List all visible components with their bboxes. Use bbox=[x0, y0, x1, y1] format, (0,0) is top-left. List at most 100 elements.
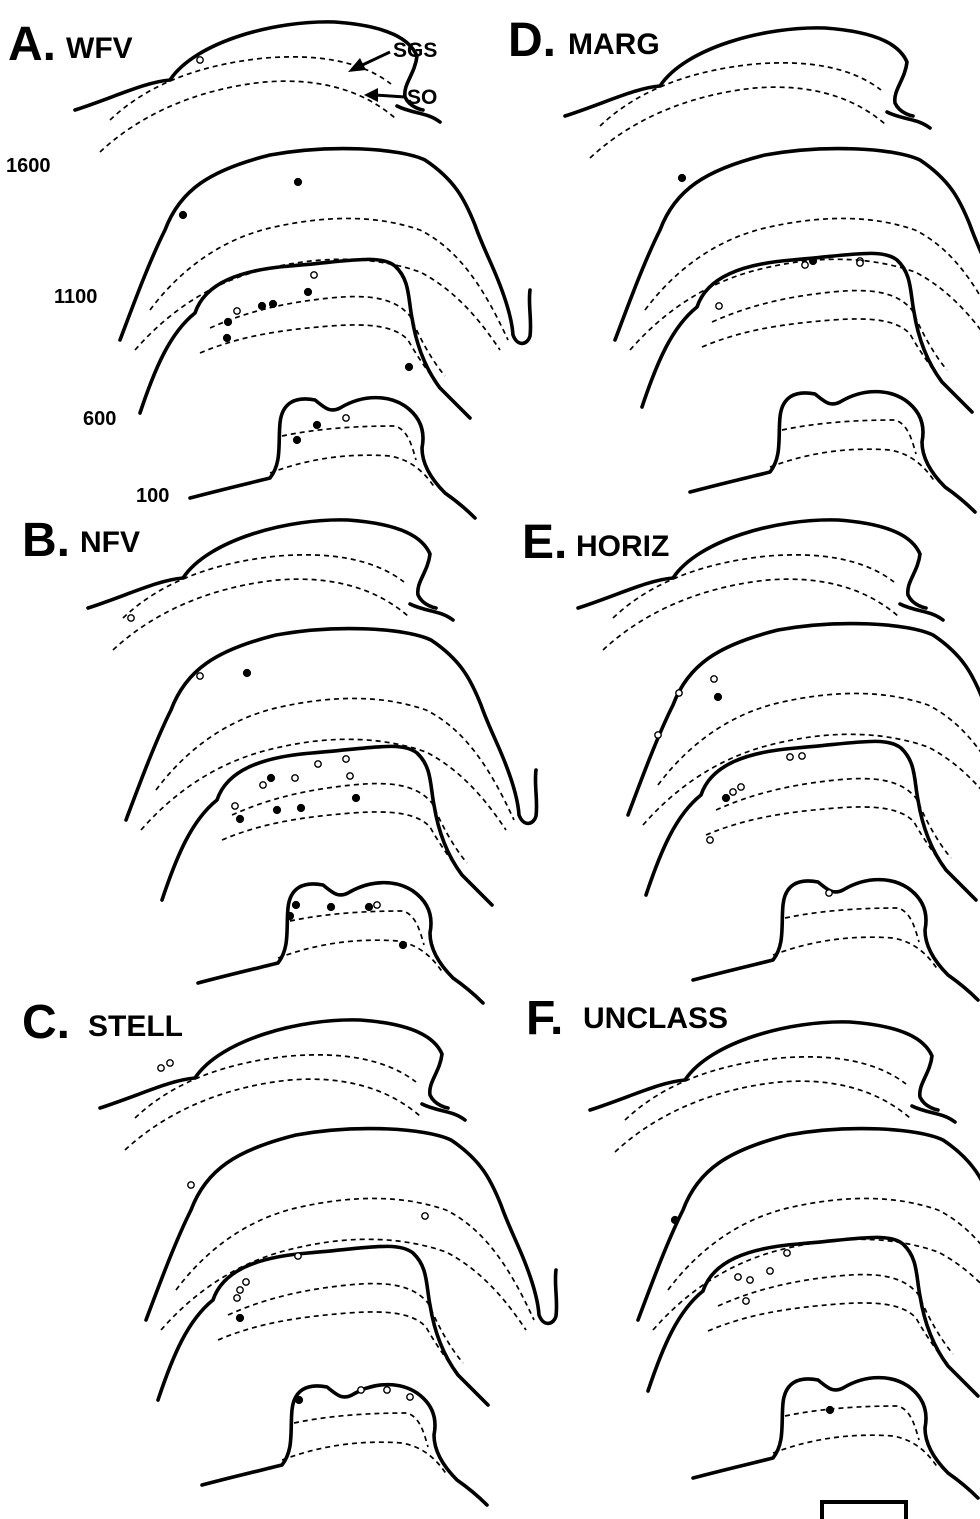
panel-c-sections bbox=[100, 1020, 557, 1505]
open-cell-marker bbox=[857, 260, 863, 266]
filled-cell-marker bbox=[294, 178, 301, 185]
open-cell-marker bbox=[343, 756, 349, 762]
open-cell-marker bbox=[711, 676, 717, 682]
filled-cell-marker bbox=[269, 300, 276, 307]
panel-letter: D. bbox=[508, 14, 556, 67]
so-annotation: SO bbox=[364, 86, 437, 109]
panel-e-cell-marks bbox=[655, 676, 832, 896]
open-cell-marker bbox=[347, 773, 353, 779]
filled-cell-marker bbox=[297, 804, 304, 811]
open-cell-marker bbox=[743, 1298, 749, 1304]
panel-title-b: B. NFV bbox=[22, 514, 140, 567]
filled-cell-marker bbox=[405, 363, 412, 370]
filled-cell-marker bbox=[714, 693, 721, 700]
panel-letter: E. bbox=[522, 516, 567, 569]
open-cell-marker bbox=[292, 775, 298, 781]
filled-cell-marker bbox=[295, 1396, 302, 1403]
filled-cell-marker bbox=[223, 334, 230, 341]
open-cell-marker bbox=[747, 1277, 753, 1283]
filled-cell-marker bbox=[179, 211, 186, 218]
open-cell-marker bbox=[802, 262, 808, 268]
filled-cell-marker bbox=[722, 794, 729, 801]
open-cell-marker bbox=[422, 1213, 428, 1219]
panel-e-sections bbox=[578, 520, 980, 1000]
scale-bar bbox=[822, 1502, 906, 1519]
open-cell-marker bbox=[374, 902, 380, 908]
panel-name: WFV bbox=[66, 32, 133, 65]
open-cell-marker bbox=[407, 1394, 413, 1400]
so-label: SO bbox=[407, 86, 437, 109]
filled-cell-marker bbox=[399, 941, 406, 948]
filled-cell-marker bbox=[267, 774, 274, 781]
open-cell-marker bbox=[315, 761, 321, 767]
open-cell-marker bbox=[358, 1387, 364, 1393]
open-cell-marker bbox=[167, 1060, 173, 1066]
filled-cell-marker bbox=[304, 288, 311, 295]
open-cell-marker bbox=[128, 615, 134, 621]
panel-title-e: E. HORIZ bbox=[522, 516, 669, 569]
panel-b-sections bbox=[88, 520, 537, 1003]
filled-cell-marker bbox=[273, 806, 280, 813]
open-cell-marker bbox=[730, 789, 736, 795]
open-cell-marker bbox=[738, 784, 744, 790]
open-cell-marker bbox=[655, 732, 661, 738]
filled-cell-marker bbox=[293, 436, 300, 443]
sgs-label: SGS bbox=[393, 39, 437, 62]
panel-name: STELL bbox=[88, 1010, 183, 1043]
filled-cell-marker bbox=[236, 815, 243, 822]
filled-cell-marker bbox=[671, 1216, 678, 1223]
filled-cell-marker bbox=[224, 318, 231, 325]
depth-label-1100: 1100 bbox=[54, 286, 97, 308]
open-cell-marker bbox=[197, 673, 203, 679]
panel-title-f: F. UNCLASS bbox=[526, 992, 728, 1045]
panel-b-cell-marks bbox=[128, 615, 407, 949]
open-cell-marker bbox=[343, 415, 349, 421]
depth-label-600: 600 bbox=[83, 408, 116, 430]
filled-cell-marker bbox=[243, 669, 250, 676]
panel-f-sections bbox=[590, 1022, 980, 1498]
open-cell-marker bbox=[188, 1182, 194, 1188]
open-cell-marker bbox=[237, 1287, 243, 1293]
panel-name: HORIZ bbox=[576, 530, 669, 563]
panel-a-cell-marks bbox=[179, 57, 412, 444]
open-cell-marker bbox=[234, 1295, 240, 1301]
depth-label-1600: 1600 bbox=[6, 155, 51, 177]
filled-cell-marker bbox=[258, 302, 265, 309]
open-cell-marker bbox=[676, 690, 682, 696]
open-cell-marker bbox=[787, 754, 793, 760]
open-cell-marker bbox=[158, 1065, 164, 1071]
filled-cell-marker bbox=[826, 1406, 833, 1413]
open-cell-marker bbox=[232, 803, 238, 809]
panel-f-cell-marks bbox=[671, 1216, 833, 1413]
filled-cell-marker bbox=[365, 903, 372, 910]
filled-cell-marker bbox=[352, 794, 359, 801]
panel-name: UNCLASS bbox=[583, 1002, 728, 1035]
filled-cell-marker bbox=[327, 903, 334, 910]
open-cell-marker bbox=[735, 1274, 741, 1280]
filled-cell-marker bbox=[286, 912, 293, 919]
panel-name: MARG bbox=[568, 28, 660, 61]
panel-title-a: A. WFV bbox=[8, 18, 133, 71]
filled-cell-marker bbox=[236, 1314, 243, 1321]
sgs-annotation: SGS bbox=[348, 39, 437, 72]
panel-letter: F. bbox=[526, 992, 563, 1045]
filled-cell-marker bbox=[313, 421, 320, 428]
panel-letter: C. bbox=[22, 996, 70, 1049]
panel-letter: A. bbox=[8, 18, 56, 71]
filled-cell-marker bbox=[292, 901, 299, 908]
open-cell-marker bbox=[767, 1268, 773, 1274]
filled-cell-marker bbox=[809, 257, 816, 264]
filled-cell-marker bbox=[678, 174, 685, 181]
panel-name: NFV bbox=[80, 526, 140, 559]
open-cell-marker bbox=[784, 1250, 790, 1256]
panel-d-sections bbox=[565, 28, 980, 512]
panel-title-c: C. STELL bbox=[22, 996, 183, 1049]
panel-title-d: D. MARG bbox=[508, 14, 660, 67]
open-cell-marker bbox=[716, 303, 722, 309]
open-cell-marker bbox=[234, 308, 240, 314]
open-cell-marker bbox=[260, 782, 266, 788]
open-cell-marker bbox=[311, 272, 317, 278]
open-cell-marker bbox=[707, 837, 713, 843]
depth-label-100: 100 bbox=[136, 485, 169, 507]
